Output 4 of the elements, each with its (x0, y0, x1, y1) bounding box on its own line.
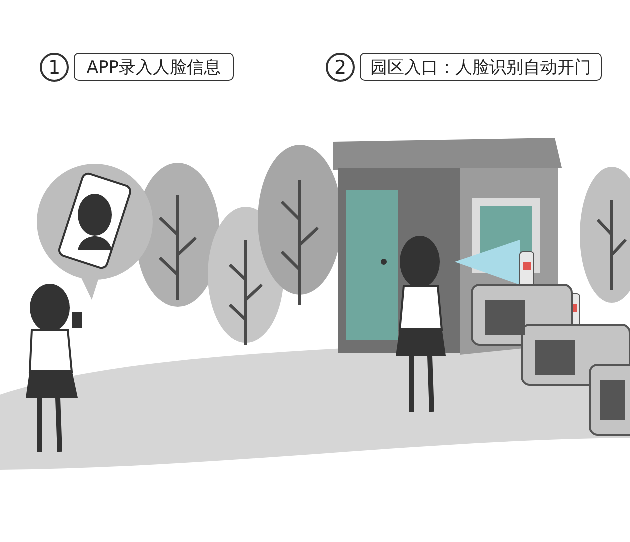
number-circle: 1 (40, 53, 69, 82)
step-label: APP录入人脸信息 (74, 53, 234, 81)
step-label: 园区入口：人脸识别自动开门 (360, 53, 602, 81)
number-circle: 2 (326, 53, 355, 82)
